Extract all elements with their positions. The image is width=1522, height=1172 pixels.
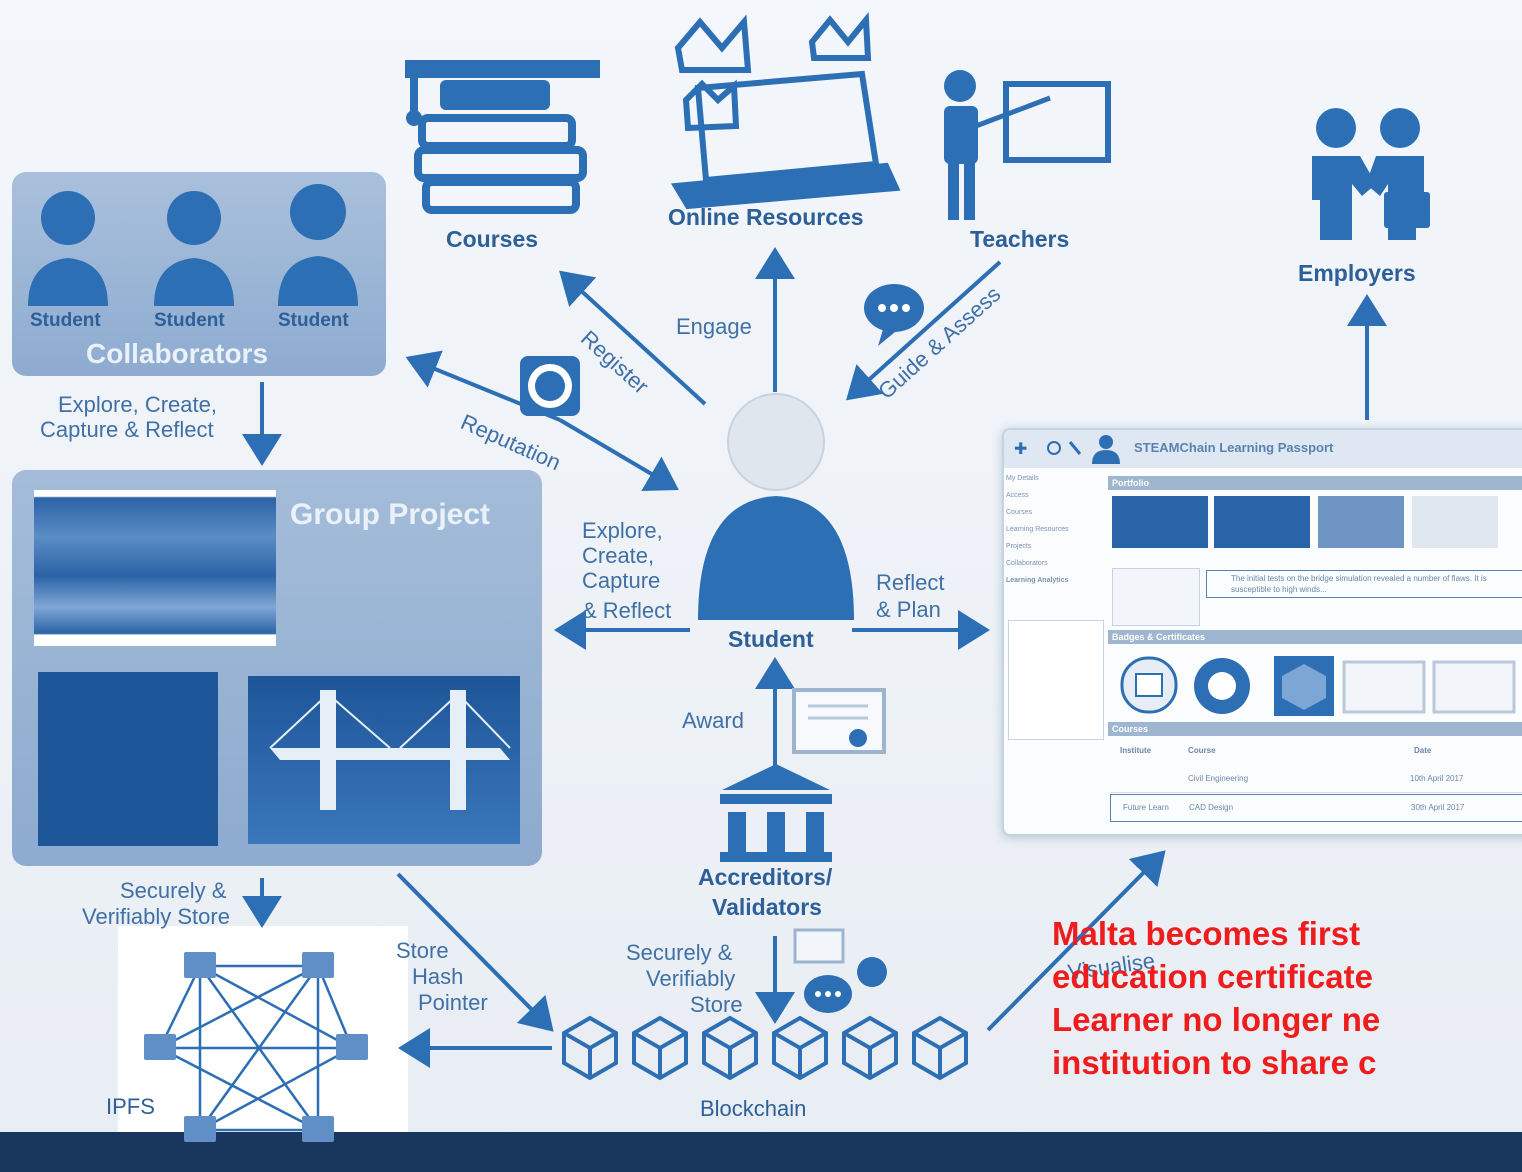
engage-label: Engage	[676, 314, 752, 339]
explore-mid-4: & Reflect	[582, 598, 672, 623]
blockchain-cubes	[562, 1015, 968, 1081]
store-hash-3: Pointer	[418, 990, 488, 1015]
store-mid-1: Securely &	[626, 940, 733, 965]
course-name: Civil Engineering	[1188, 774, 1249, 783]
menu-item[interactable]: Learning Resources	[1006, 526, 1069, 533]
headline-line-4: institution to share c	[1052, 1044, 1377, 1081]
table-header-date: Date	[1414, 746, 1432, 755]
passport-menu: My Details Access Courses Learning Resou…	[1006, 470, 1104, 589]
badges-row	[1120, 656, 1516, 716]
menu-item[interactable]: Learning Analytics	[1006, 577, 1069, 584]
store-mid-3: Store	[690, 992, 743, 1017]
employers-label: Employers	[1298, 260, 1416, 286]
arrow-guide	[846, 260, 1002, 401]
group-project-code	[38, 672, 218, 846]
passport-toolbar-icons: ✚	[1014, 435, 1120, 464]
collaborators-label: Collaborators	[86, 338, 269, 369]
teachers-label: Teachers	[970, 226, 1070, 252]
arrow-register	[559, 270, 707, 406]
learning-passport-window: ✚ STEAMChain Learning Passport My Detail…	[1002, 428, 1522, 836]
store-icons	[793, 928, 887, 1013]
portfolio-note: The initial tests on the bridge simulati…	[1206, 570, 1522, 598]
table-header-institute: Institute	[1120, 746, 1152, 755]
course-name: CAD Design	[1189, 803, 1234, 812]
accreditors-label-1: Accreditors/	[698, 864, 833, 890]
employers-icon	[1312, 108, 1430, 240]
portfolio-thumb-4[interactable]	[1412, 496, 1498, 548]
menu-item[interactable]: Projects	[1006, 543, 1032, 550]
headline-overlay: Malta becomes first education certificat…	[1052, 912, 1522, 1084]
table-header-course: Course	[1188, 746, 1216, 755]
ipfs-nodes	[144, 952, 368, 1142]
explore-left-1: Explore, Create,	[58, 392, 217, 417]
table-row[interactable]: Future Learn CAD Design 30th April 2017	[1110, 794, 1522, 822]
institution-icon	[720, 764, 832, 862]
course-date: 30th April 2017	[1411, 803, 1465, 812]
online-resources-icon	[670, 12, 901, 210]
student-label: Student	[728, 626, 814, 652]
svg-text:✚: ✚	[1014, 439, 1027, 458]
headline-line-2: education certificate	[1052, 958, 1373, 995]
portfolio-thumb-1[interactable]	[1112, 496, 1208, 548]
menu-item[interactable]: Collaborators	[1006, 560, 1048, 567]
reflect-2: & Plan	[876, 597, 941, 622]
store-mid-2: Verifiably	[646, 966, 736, 991]
portfolio-thumb-5[interactable]	[1112, 568, 1200, 626]
blockchain-label: Blockchain	[700, 1096, 807, 1121]
explore-mid-3: Capture	[582, 568, 661, 593]
arrow-reputation-b	[558, 418, 679, 492]
arrow-visualise	[986, 850, 1166, 1032]
collaborator-avatars	[28, 184, 358, 306]
institute-name: Future Learn	[1123, 803, 1169, 812]
explore-mid-2: Create,	[582, 543, 655, 568]
collab-student-1: Student	[30, 310, 101, 331]
explore-left-2: Capture & Reflect	[40, 417, 214, 442]
analytics-radar	[1008, 620, 1104, 740]
speech-bubble-icon	[864, 284, 924, 346]
table-row[interactable]: Civil Engineering 10th April 2017	[1110, 766, 1522, 793]
certificate-icon	[792, 688, 886, 754]
ipfs-network	[158, 964, 354, 1132]
reflect-1: Reflect	[876, 570, 945, 595]
headline-line-3: Learner no longer ne	[1052, 1001, 1381, 1038]
passport-title-bar: ✚ STEAMChain Learning Passport	[1004, 430, 1522, 468]
bottom-bar	[0, 1132, 1522, 1172]
portfolio-section: Portfolio	[1108, 476, 1522, 490]
passport-title: STEAMChain Learning Passport	[1134, 440, 1334, 455]
teachers-icon	[944, 70, 1111, 220]
award-label: Award	[682, 708, 744, 733]
courses-icon	[405, 60, 600, 214]
ipfs-label: IPFS	[106, 1094, 155, 1119]
collab-student-2: Student	[154, 310, 225, 331]
online-resources-label: Online Resources	[668, 204, 864, 230]
courses-section: Courses	[1108, 722, 1522, 736]
portfolio-thumb-3[interactable]	[1318, 496, 1404, 548]
menu-item[interactable]: Courses	[1006, 509, 1033, 516]
group-project-label: Group Project	[290, 498, 491, 531]
student-icon	[698, 393, 854, 620]
collab-student-3: Student	[278, 310, 349, 331]
store-left-2: Verifiably Store	[82, 904, 230, 929]
menu-item[interactable]: Access	[1006, 492, 1029, 499]
store-hash-2: Hash	[412, 964, 464, 989]
badges-section: Badges & Certificates	[1108, 630, 1522, 644]
reputation-badge-icon	[520, 356, 580, 416]
arrow-hash	[396, 872, 554, 1032]
courses-label: Courses	[446, 226, 539, 252]
course-date: 10th April 2017	[1410, 774, 1464, 783]
menu-item[interactable]: My Details	[1006, 475, 1039, 482]
store-left-1: Securely &	[120, 878, 227, 903]
headline-line-1: Malta becomes first	[1052, 915, 1361, 952]
accreditors-label-2: Validators	[712, 894, 822, 920]
explore-mid-1: Explore,	[582, 518, 663, 543]
portfolio-thumb-2[interactable]	[1214, 496, 1310, 548]
bridge-illustration	[269, 690, 511, 810]
store-hash-1: Store	[396, 938, 449, 963]
group-project-plot	[34, 490, 276, 646]
